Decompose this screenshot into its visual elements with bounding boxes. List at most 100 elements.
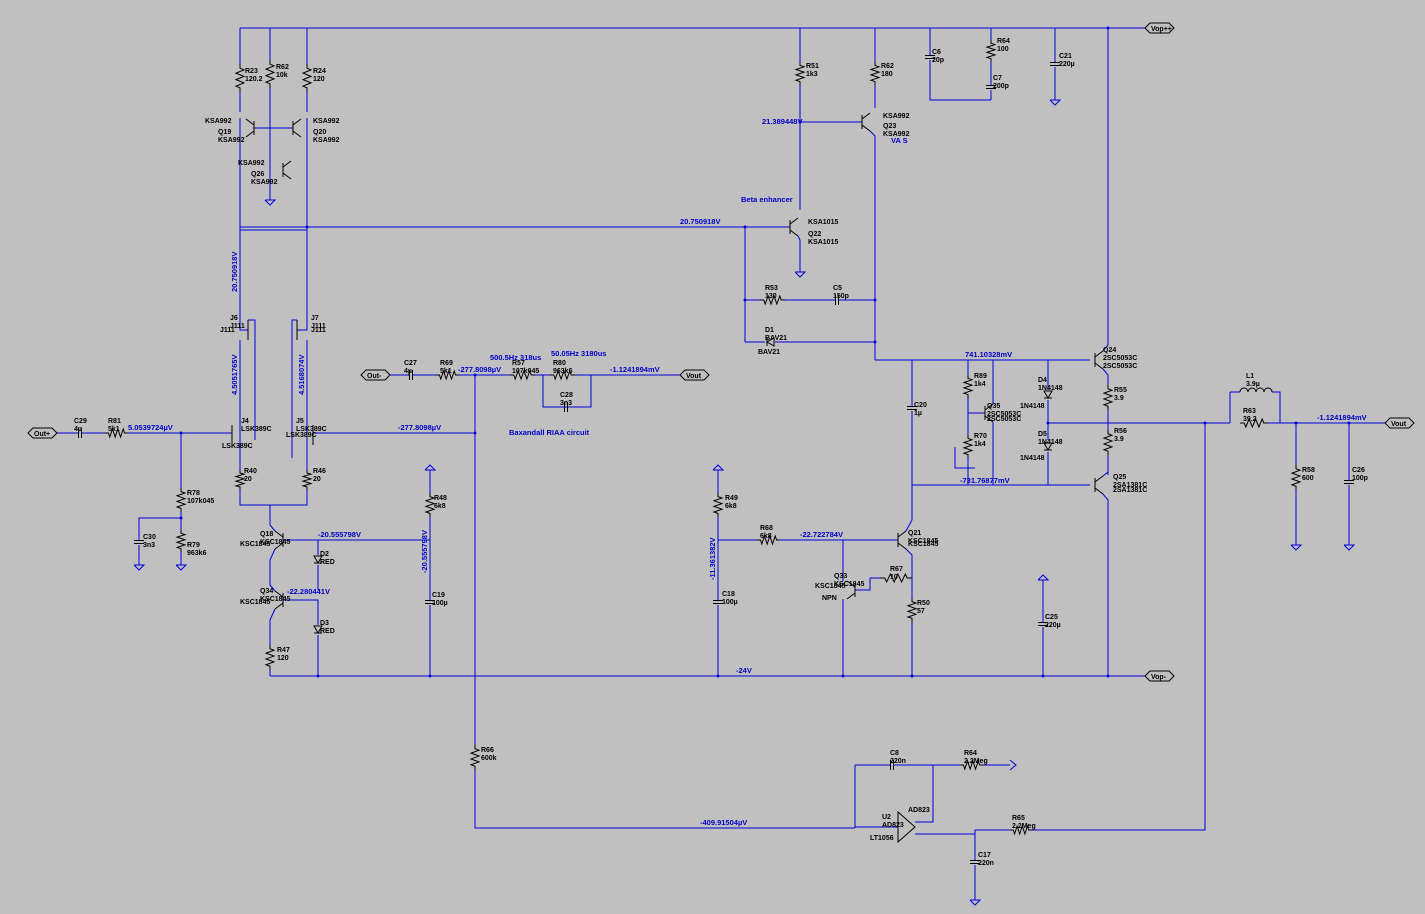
transistor-Q35[interactable] bbox=[984, 403, 994, 423]
resistor-R64a[interactable] bbox=[985, 40, 997, 62]
diode-D5[interactable] bbox=[1043, 442, 1053, 452]
capacitor-C18[interactable] bbox=[713, 600, 723, 604]
voltage-label-v15: -22.280441V bbox=[287, 587, 330, 596]
resistor-R80[interactable] bbox=[550, 369, 575, 381]
component-name-R56: R56 bbox=[1114, 428, 1127, 435]
voltage-label-v1: 21.389448V bbox=[762, 117, 802, 126]
capacitor-C29[interactable] bbox=[78, 428, 82, 438]
q24-type: 2SC5053C bbox=[1103, 363, 1137, 370]
capacitor-C20[interactable] bbox=[907, 406, 917, 410]
component-value-Q18: KSC1845 bbox=[260, 539, 290, 546]
wire bbox=[797, 235, 801, 272]
transistor-Q21[interactable] bbox=[897, 530, 907, 550]
component-value-C28: 3n3 bbox=[560, 400, 572, 407]
component-value-R58: 600 bbox=[1302, 475, 1314, 482]
capacitor-C30[interactable] bbox=[134, 540, 144, 544]
transistor-Q24[interactable] bbox=[1094, 350, 1104, 370]
port-vout-riaa[interactable]: Vout bbox=[679, 369, 710, 381]
component-value-R56: 3.9 bbox=[1114, 436, 1124, 443]
component-value-R47: 120 bbox=[277, 655, 289, 662]
component-name-Q23: Q23 bbox=[883, 123, 896, 130]
capacitor-C5[interactable] bbox=[835, 295, 839, 305]
junction-dot bbox=[473, 431, 477, 435]
voltage-label-v9: -1.1241894mV bbox=[610, 365, 660, 374]
resistor-R66[interactable] bbox=[469, 745, 481, 770]
component-value-R24: 120 bbox=[313, 76, 325, 83]
capacitor-C28[interactable] bbox=[564, 402, 568, 412]
resistor-R69[interactable] bbox=[436, 369, 459, 381]
resistor-R53[interactable] bbox=[760, 294, 785, 306]
transistor-Q33[interactable] bbox=[846, 580, 856, 600]
resistor-R51[interactable] bbox=[794, 62, 806, 85]
resistor-R48[interactable] bbox=[424, 493, 436, 517]
resistor-R79[interactable] bbox=[175, 530, 187, 552]
port-vout-out[interactable]: Vout bbox=[1384, 417, 1415, 429]
transistor-Q23[interactable] bbox=[861, 112, 871, 132]
resistor-R65[interactable] bbox=[1010, 824, 1032, 836]
capacitor-C26[interactable] bbox=[1344, 480, 1354, 484]
resistor-R46[interactable] bbox=[301, 470, 313, 490]
resistor-R55[interactable] bbox=[1102, 385, 1114, 410]
resistor-R62b[interactable] bbox=[869, 62, 881, 85]
transistor-Q18[interactable] bbox=[274, 530, 284, 550]
transistor-Q25[interactable] bbox=[1094, 475, 1104, 495]
port-out-pos[interactable]: Out+ bbox=[27, 427, 58, 439]
resistor-R64b[interactable] bbox=[960, 759, 983, 771]
resistor-R67[interactable] bbox=[880, 572, 912, 584]
capacitor-C7[interactable] bbox=[986, 85, 996, 89]
component-name-J5: J5 bbox=[296, 418, 304, 425]
transistor-Q22[interactable] bbox=[789, 217, 799, 237]
component-name-R24: R24 bbox=[313, 68, 326, 75]
capacitor-C19[interactable] bbox=[425, 600, 435, 604]
resistor-R63[interactable] bbox=[1240, 417, 1268, 429]
wire bbox=[283, 599, 319, 625]
capacitor-C17[interactable] bbox=[970, 860, 980, 864]
resistor-R40[interactable] bbox=[234, 470, 246, 490]
resistor-R89[interactable] bbox=[962, 375, 974, 398]
capacitor-C6[interactable] bbox=[925, 55, 935, 59]
capacitor-C21[interactable] bbox=[1050, 62, 1060, 66]
resistor-R62a[interactable] bbox=[264, 60, 276, 88]
component-name-Q26: Q26 bbox=[251, 171, 264, 178]
component-value-R23: 120.2 bbox=[245, 76, 263, 83]
capacitor-C8[interactable] bbox=[890, 760, 894, 770]
transistor-Q19[interactable] bbox=[245, 118, 255, 138]
u2-alt-type: LT1056 bbox=[870, 835, 894, 842]
resistor-R78[interactable] bbox=[175, 488, 187, 512]
q33-npn-text: NPN bbox=[822, 595, 837, 602]
resistor-R58[interactable] bbox=[1290, 465, 1302, 490]
diode-D3[interactable] bbox=[313, 625, 323, 635]
capacitor-C25[interactable] bbox=[1038, 622, 1048, 626]
u2-type: AD823 bbox=[908, 807, 930, 814]
resistor-R49[interactable] bbox=[712, 493, 724, 517]
port-vop-pos[interactable]: Vop++ bbox=[1144, 22, 1175, 34]
diode-D4[interactable] bbox=[1043, 390, 1053, 400]
resistor-R70[interactable] bbox=[962, 435, 974, 458]
resistor-R50[interactable] bbox=[906, 598, 918, 622]
inductor-L1[interactable] bbox=[1239, 387, 1273, 393]
component-value-R64b: 2.2Meg bbox=[964, 758, 988, 765]
resistor-R47[interactable] bbox=[264, 645, 276, 670]
resistor-R24[interactable] bbox=[301, 64, 313, 92]
transistor-Q34[interactable] bbox=[274, 590, 284, 610]
resistor-R23[interactable] bbox=[234, 64, 246, 92]
component-value-R51: 1k3 bbox=[806, 71, 818, 78]
q26-type: KSA992 bbox=[238, 160, 265, 167]
resistor-R68[interactable] bbox=[757, 534, 780, 546]
port-vop-neg[interactable]: Vop- bbox=[1144, 670, 1175, 682]
opamp-U2[interactable] bbox=[897, 810, 916, 844]
component-value-R89: 1k4 bbox=[974, 381, 986, 388]
port-out-neg[interactable]: Out- bbox=[360, 369, 391, 381]
resistor-R81[interactable] bbox=[105, 427, 128, 439]
resistor-R56[interactable] bbox=[1102, 430, 1114, 455]
component-name-R79: R79 bbox=[187, 542, 200, 549]
diode-D1[interactable] bbox=[765, 337, 775, 347]
capacitor-C27[interactable] bbox=[409, 370, 413, 380]
transistor-Q26[interactable] bbox=[282, 160, 292, 180]
diode-D2[interactable] bbox=[313, 555, 323, 565]
q35-type: 2SC5053C bbox=[987, 416, 1021, 423]
resistor-R57[interactable] bbox=[510, 369, 535, 381]
q33-type: KSC1845 bbox=[815, 583, 845, 590]
transistor-Q20[interactable] bbox=[292, 118, 302, 138]
component-name-Q25: Q25 bbox=[1113, 474, 1126, 481]
